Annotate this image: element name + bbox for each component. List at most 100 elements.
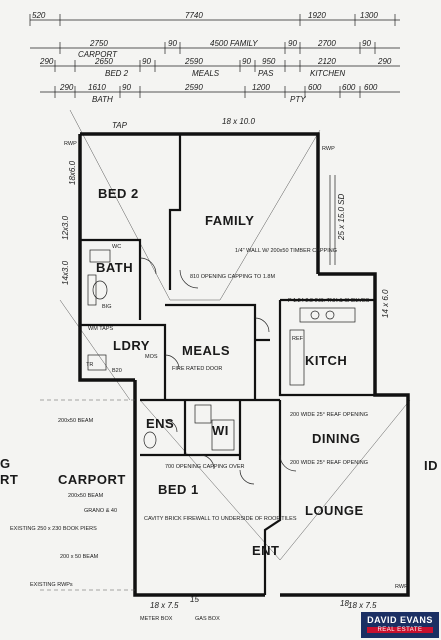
dim-2590b: 2590 (184, 83, 203, 92)
note-left-fragment1: G (0, 456, 11, 471)
note-existing-beam: EXISTING 250 x 230 BOOK PIERS (10, 526, 97, 532)
dim-90e: 90 (242, 57, 251, 66)
room-carport: CARPORT (58, 472, 126, 487)
room-meals: MEALS (182, 343, 230, 358)
note-fire-rated: FIRE RATED DOOR (172, 366, 222, 372)
note-mos: MOS (145, 354, 158, 360)
note-rwp-bl: EXISTING RWPs (30, 582, 73, 588)
note-rwp-br: RWP (395, 584, 408, 590)
dim-7740: 7740 (185, 11, 203, 20)
dim-meals-label: MEALS (192, 69, 220, 78)
room-kitch: KITCH (305, 353, 347, 368)
note-carport-beam: 200x50 BEAM (68, 493, 104, 499)
note-left-fragment2: RT (0, 472, 18, 487)
dim-2120: 2120 (317, 57, 336, 66)
dim-4500-family: 4500 FAMILY (210, 39, 258, 48)
dim-2700: 2700 (317, 39, 336, 48)
dim-kitchen-label: KITCHEN (310, 69, 345, 78)
dim-pty-label: PTY (290, 95, 306, 104)
dim-pas-label: PAS (258, 69, 274, 78)
brand-logo: DAVID EVANS REAL ESTATE (361, 612, 439, 638)
room-ent: ENT (252, 543, 280, 558)
dim-600b: 600 (342, 83, 356, 92)
exterior-walls (78, 132, 410, 597)
note-beam3: 200 WIDE 25° REAF OPENING (290, 460, 368, 466)
room-labels: BED 2 FAMILY BATH LDRY MEALS KITCH ENS W… (58, 186, 364, 558)
dim-290c: 290 (59, 83, 74, 92)
room-lounge: LOUNGE (305, 503, 364, 518)
window-left-lower: 14x3.0 (61, 260, 70, 285)
dim-600c: 600 (364, 83, 378, 92)
room-bed2: BED 2 (98, 186, 139, 201)
room-family: FAMILY (205, 213, 254, 228)
room-ens: ENS (146, 416, 174, 431)
note-tap-top: TAP (112, 121, 128, 130)
dim-bed2-label: BED 2 (105, 69, 129, 78)
note-wall: 1/4" WALL W/ 200x50 TIMBER CAPPING (235, 248, 337, 254)
room-wi: WI (212, 423, 229, 438)
fixtures (87, 175, 356, 451)
side-bed2: 12x3.0 (61, 215, 70, 240)
window-lounge: 18 x 7.5 (348, 601, 377, 610)
note-right-fragment: ID (424, 458, 438, 473)
note-opening1: 810 OPENING CAPPING TO 1.8M (190, 274, 275, 280)
note-bi-left: BIG (102, 304, 111, 310)
note-trough: TR (86, 362, 93, 368)
dim-90c: 90 (362, 39, 371, 48)
note-carport-beam2: 200 x 50 BEAM (60, 554, 99, 560)
note-meter: METER BOX (140, 616, 173, 622)
note-cavity: CAVITY BRICK FIREWALL TO UNDERSIDE OF RO… (144, 516, 297, 522)
room-bath: BATH (96, 260, 133, 275)
window-right: 25 x 15.0 SD (337, 194, 346, 241)
note-pantry: P 1.24 2.8 INS. TNK & SHELVES (288, 298, 370, 304)
note-carport-grano: GRANO & 40 (84, 508, 117, 514)
door-swings (139, 257, 297, 485)
notes: TAP RWP RWP 1/4" WALL W/ 200x50 TIMBER C… (0, 121, 438, 622)
room-dining: DINING (312, 431, 361, 446)
dim-600a: 600 (308, 83, 322, 92)
dim-520: 520 (32, 11, 46, 20)
note-b20: B20 (112, 368, 122, 374)
window-left: 18x6.0 (68, 160, 77, 185)
top-dimensions: 520 7740 1920 1300 2750 90 4500 FAMILY 9… (29, 11, 400, 104)
note-gas: GAS BOX (195, 616, 220, 622)
dim-2650: 2650 (94, 57, 113, 66)
interior-walls (80, 134, 375, 595)
note-wc: WC (112, 244, 121, 250)
dim-1200: 1200 (252, 83, 270, 92)
note-ref-15: 15 (190, 595, 199, 604)
window-kitch: 14 x 6.0 (381, 289, 390, 318)
dim-90f: 90 (122, 83, 131, 92)
brand-sub: REAL ESTATE (367, 627, 433, 633)
note-beam2: 200 WIDE 25° REAF OPENING (290, 412, 368, 418)
dim-1920: 1920 (308, 11, 326, 20)
dim-290a: 290 (39, 57, 54, 66)
dim-950: 950 (262, 57, 276, 66)
room-bed1: BED 1 (158, 482, 199, 497)
dim-2590: 2590 (184, 57, 203, 66)
note-beam1: 200x50 BEAM (58, 418, 94, 424)
window-top: 18 x 10.0 (222, 117, 255, 126)
room-ldry: LDRY (113, 338, 150, 353)
window-bed1: 18 x 7.5 (150, 601, 179, 610)
note-rwp-tl: RWP (64, 141, 77, 147)
dim-90b: 90 (288, 39, 297, 48)
dim-carport-label: CARPORT (78, 50, 118, 59)
window-labels: 18 x 10.0 18x6.0 25 x 15.0 SD 14x3.0 14 … (61, 117, 390, 610)
note-fridge: REF (292, 336, 304, 342)
dim-1300: 1300 (360, 11, 378, 20)
dim-90a: 90 (168, 39, 177, 48)
brand-name: DAVID EVANS (367, 615, 433, 625)
note-ref-18: 18 (340, 599, 349, 608)
note-wm-taps: WM TAPS (88, 326, 113, 332)
dim-2750: 2750 (89, 39, 108, 48)
dim-bath-label: BATH (92, 95, 113, 104)
roof-lines (59, 109, 411, 561)
note-rwp-tr: RWP (322, 146, 335, 152)
note-opening2: 700 OPENING CAPPING OVER (165, 464, 244, 470)
dim-1610: 1610 (88, 83, 106, 92)
dim-290b: 290 (377, 57, 392, 66)
dim-90d: 90 (142, 57, 151, 66)
